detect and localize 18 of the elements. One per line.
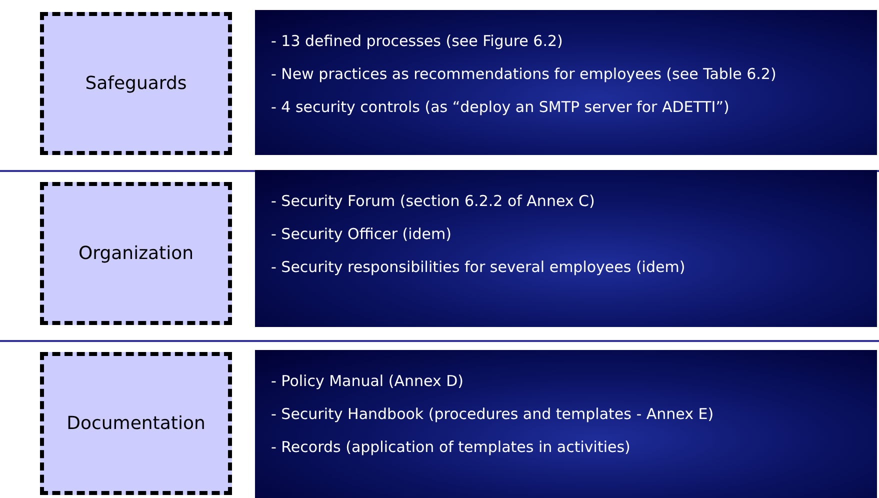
bullet-text: - Records (application of templates in activities)	[271, 438, 632, 457]
bullet-text: - Security Officer (idem)	[271, 225, 452, 244]
bullet-text: - 13 defined processes (see Figure 6.2)	[271, 32, 564, 51]
category-box	[40, 12, 232, 155]
bullet-text: - 4 security controls (as “deploy an SMTP server for ADETTI”)	[271, 98, 730, 117]
category-label: Safeguards	[85, 73, 187, 94]
bullet-text: - Security Handbook (procedures and templates - Annex E)	[271, 405, 715, 424]
description-panel	[255, 170, 877, 327]
description-panel	[255, 350, 877, 498]
bullet-text: - New practices as recommendations for employees (see Table 6.2)	[271, 65, 778, 84]
category-box	[40, 352, 232, 495]
category-label: Organization	[78, 243, 194, 264]
bullet-text: - Security Forum (section 6.2.2 of Annex C)	[271, 192, 596, 211]
bullet-text: - Policy Manual (Annex D)	[271, 372, 465, 391]
bullet-text: - Security responsibilities for several employees (idem)	[271, 258, 686, 277]
category-label: Documentation	[66, 413, 206, 434]
description-panel	[255, 10, 877, 155]
category-box	[40, 182, 232, 325]
